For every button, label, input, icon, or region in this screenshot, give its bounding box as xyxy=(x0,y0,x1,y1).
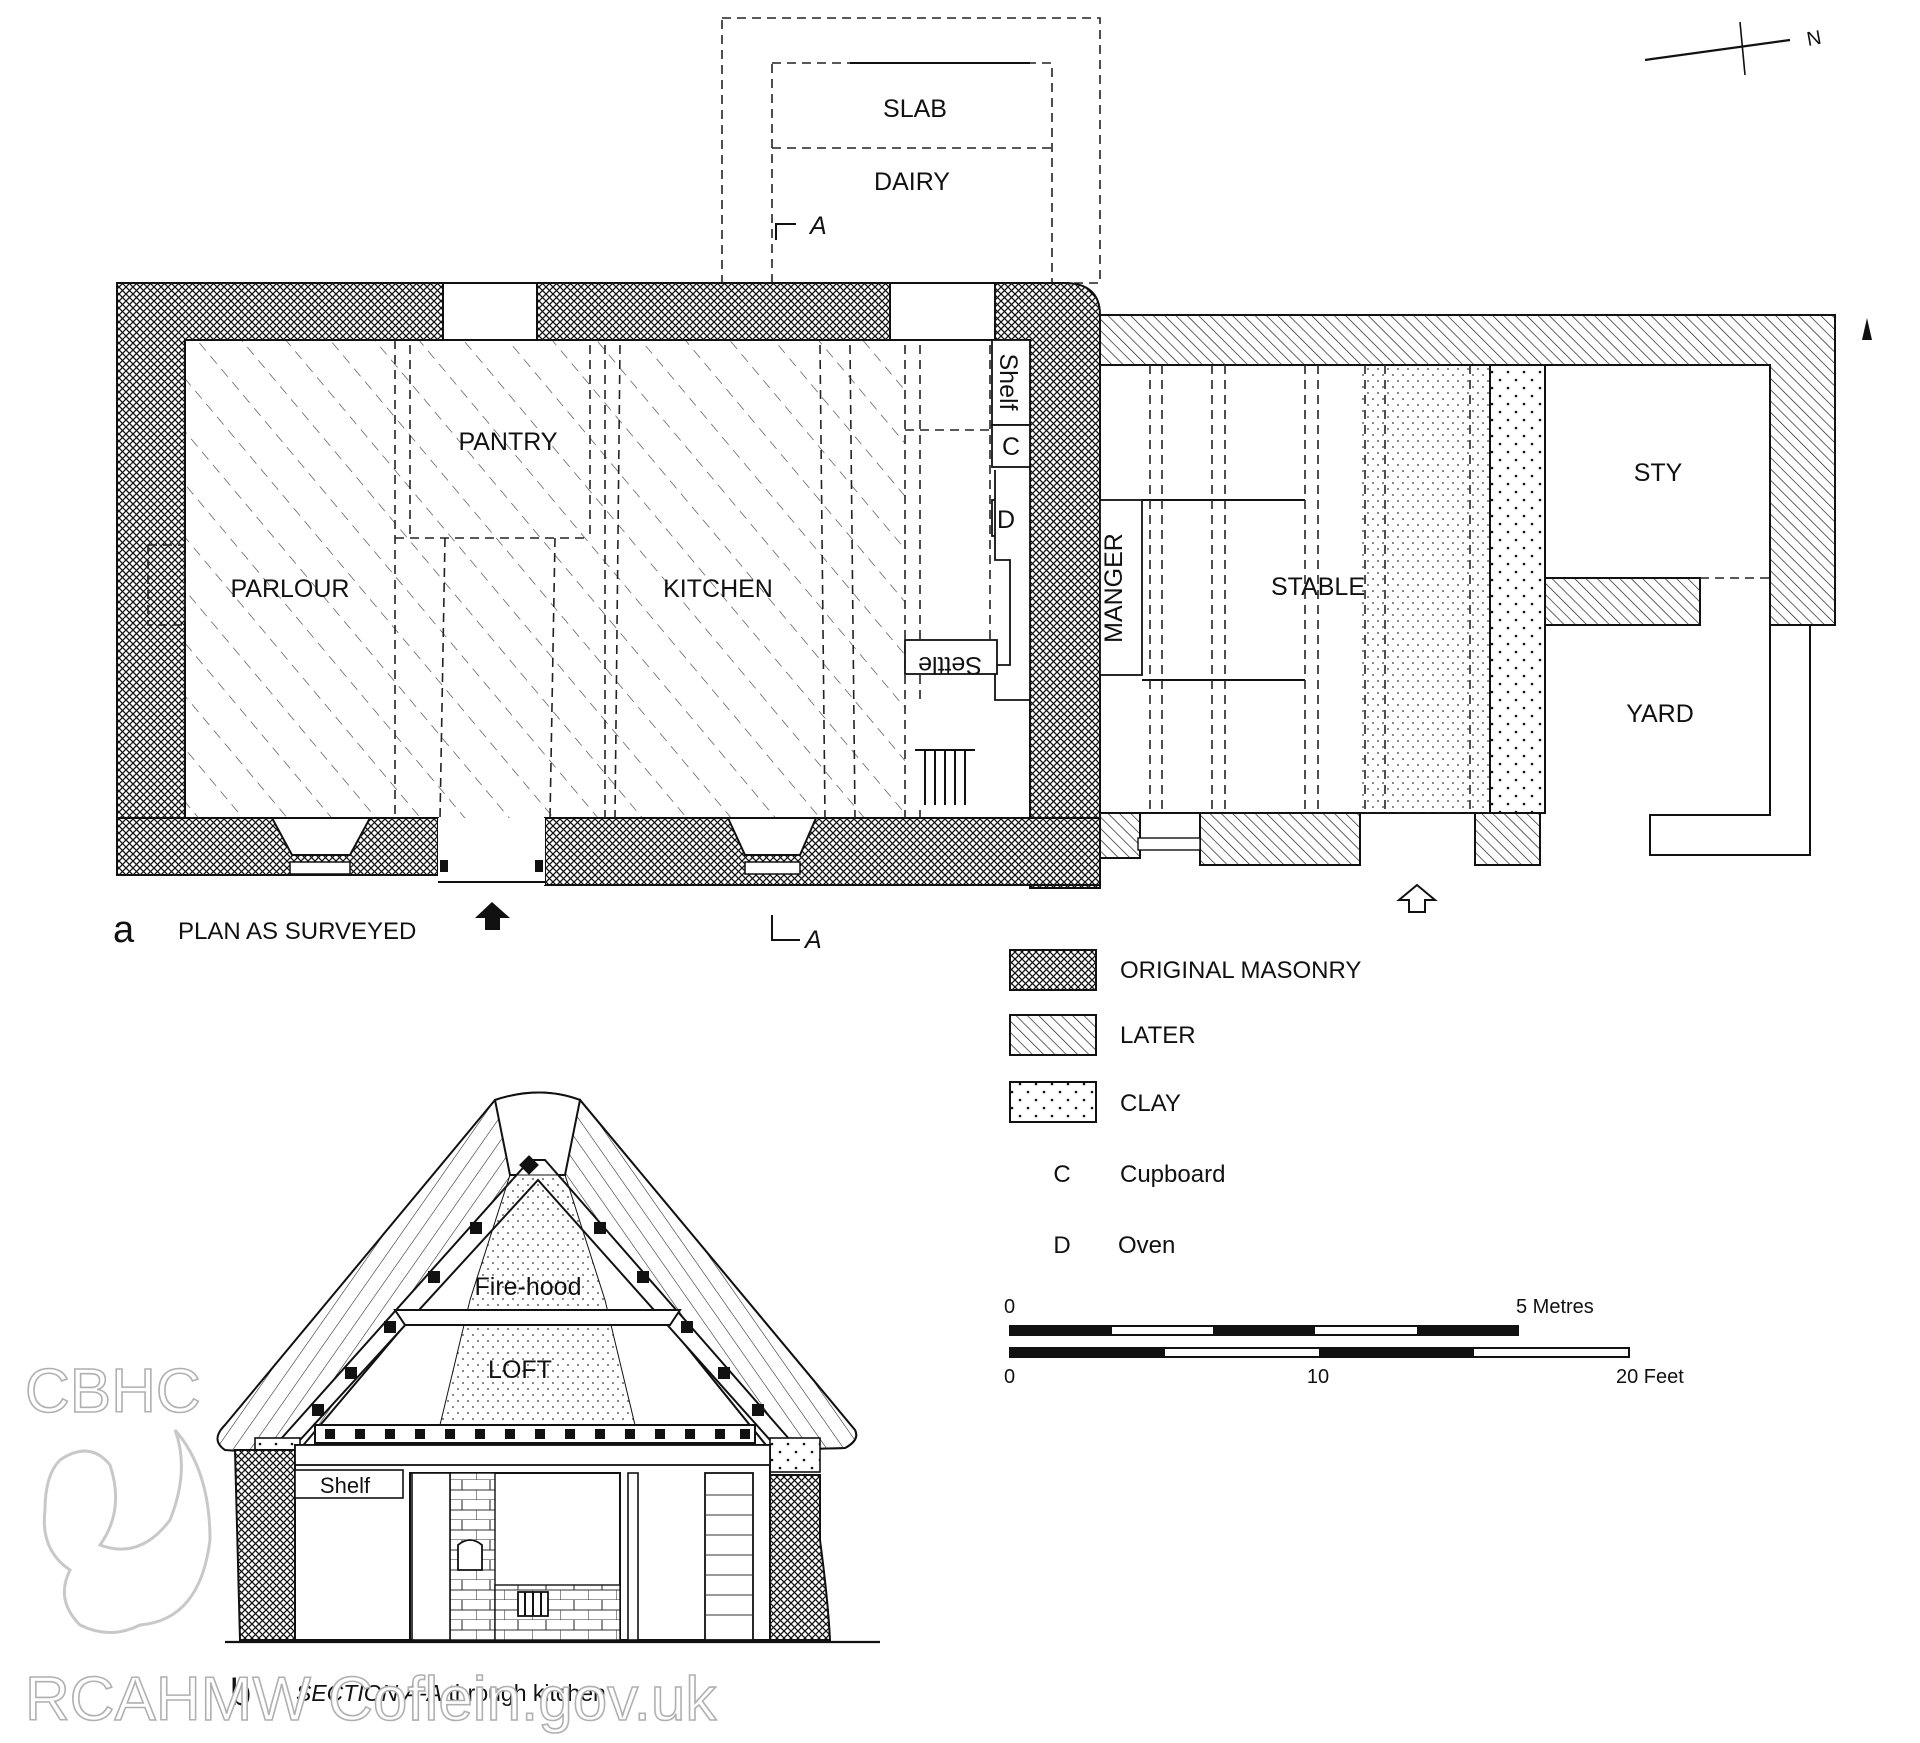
watermark: CBHC RCAHMW Coflein.gov.uk xyxy=(24,1356,718,1735)
section-marker-bottom-label: A xyxy=(803,926,822,954)
window-details xyxy=(147,282,996,885)
oven-code: D xyxy=(997,506,1015,534)
compass-icon xyxy=(1644,21,1872,340)
legend-code-d: D xyxy=(1053,1232,1070,1259)
section-drawing xyxy=(216,1091,880,1644)
section-title: SECTION A-A through kitchen xyxy=(296,1680,606,1706)
room-slab: SLAB xyxy=(883,95,947,123)
legend-swatch-later xyxy=(1009,1014,1097,1056)
watermark-top: CBHC xyxy=(25,1357,201,1426)
original-masonry-walls xyxy=(116,282,1101,889)
dragon-watermark-icon xyxy=(42,1429,212,1634)
legend-swatch-clay xyxy=(1009,1081,1097,1123)
north-label: N xyxy=(1805,27,1823,51)
entrance-arrow-open xyxy=(1396,883,1438,913)
legend-label-cupboard: Cupboard xyxy=(1120,1161,1225,1188)
loft-label: LOFT xyxy=(488,1356,552,1384)
kitchen-fittings xyxy=(904,339,1031,805)
scale-bar: 0 5 Metres 0 10 20 Feet xyxy=(1004,1296,1684,1388)
cottage-floor xyxy=(185,340,905,818)
settle-label: Settle xyxy=(918,651,982,679)
legend-label-clay: CLAY xyxy=(1120,1090,1181,1117)
shelf-label: Shelf xyxy=(994,354,1022,411)
legend-label-oven: Oven xyxy=(1118,1232,1175,1259)
metres-bar xyxy=(1009,1325,1519,1336)
floor-plan xyxy=(116,17,1872,941)
room-dairy: DAIRY xyxy=(874,168,950,196)
room-pantry: PANTRY xyxy=(458,428,557,456)
legend-code-c: C xyxy=(1053,1161,1070,1188)
staircase xyxy=(915,700,975,805)
legend: ORIGINAL MASONRY LATER CLAY C Cupboard D… xyxy=(1009,949,1361,1259)
section-labels: Fire-hood LOFT Shelf b SECTION A-A throu… xyxy=(230,1273,606,1714)
purlins xyxy=(312,1155,764,1416)
dairy-outline xyxy=(721,17,1101,284)
watermark-bottom: RCAHMW Coflein.gov.uk xyxy=(25,1665,717,1734)
entrance-arrow-solid xyxy=(475,902,510,930)
metres-start-label: 0 xyxy=(1004,1296,1015,1318)
plan-letter: a xyxy=(113,909,135,951)
feet-start-label: 0 xyxy=(1004,1366,1015,1388)
legend-label-later: LATER xyxy=(1120,1022,1196,1049)
section-shelf-label: Shelf xyxy=(320,1473,371,1498)
metres-end-label: 5 Metres xyxy=(1516,1296,1594,1318)
legend-label-original-masonry: ORIGINAL MASONRY xyxy=(1120,957,1361,984)
cupboard-code: C xyxy=(1002,433,1020,461)
room-kitchen: KITCHEN xyxy=(663,575,773,603)
feet-bar xyxy=(1009,1347,1630,1358)
room-parlour: PARLOUR xyxy=(230,575,349,603)
legend-swatch-original-masonry xyxy=(1009,949,1097,991)
room-stable: STABLE xyxy=(1271,573,1365,601)
section-letter: b xyxy=(230,1672,251,1714)
room-yard: YARD xyxy=(1626,700,1694,728)
section-marker-top-label: A xyxy=(808,212,827,240)
firehood-label: Fire-hood xyxy=(475,1273,582,1301)
outbuildings xyxy=(1099,314,1836,866)
section-marker-bottom xyxy=(771,915,800,941)
room-sty: STY xyxy=(1634,459,1683,487)
feet-end-label: 20 Feet xyxy=(1616,1366,1684,1388)
feet-mid-label: 10 xyxy=(1307,1366,1329,1388)
plan-title: PLAN AS SURVEYED xyxy=(178,918,416,945)
plan-labels: SLAB DAIRY A PANTRY PARLOUR KITCHEN Shel… xyxy=(113,27,1823,954)
room-manger: MANGER xyxy=(1100,533,1128,643)
